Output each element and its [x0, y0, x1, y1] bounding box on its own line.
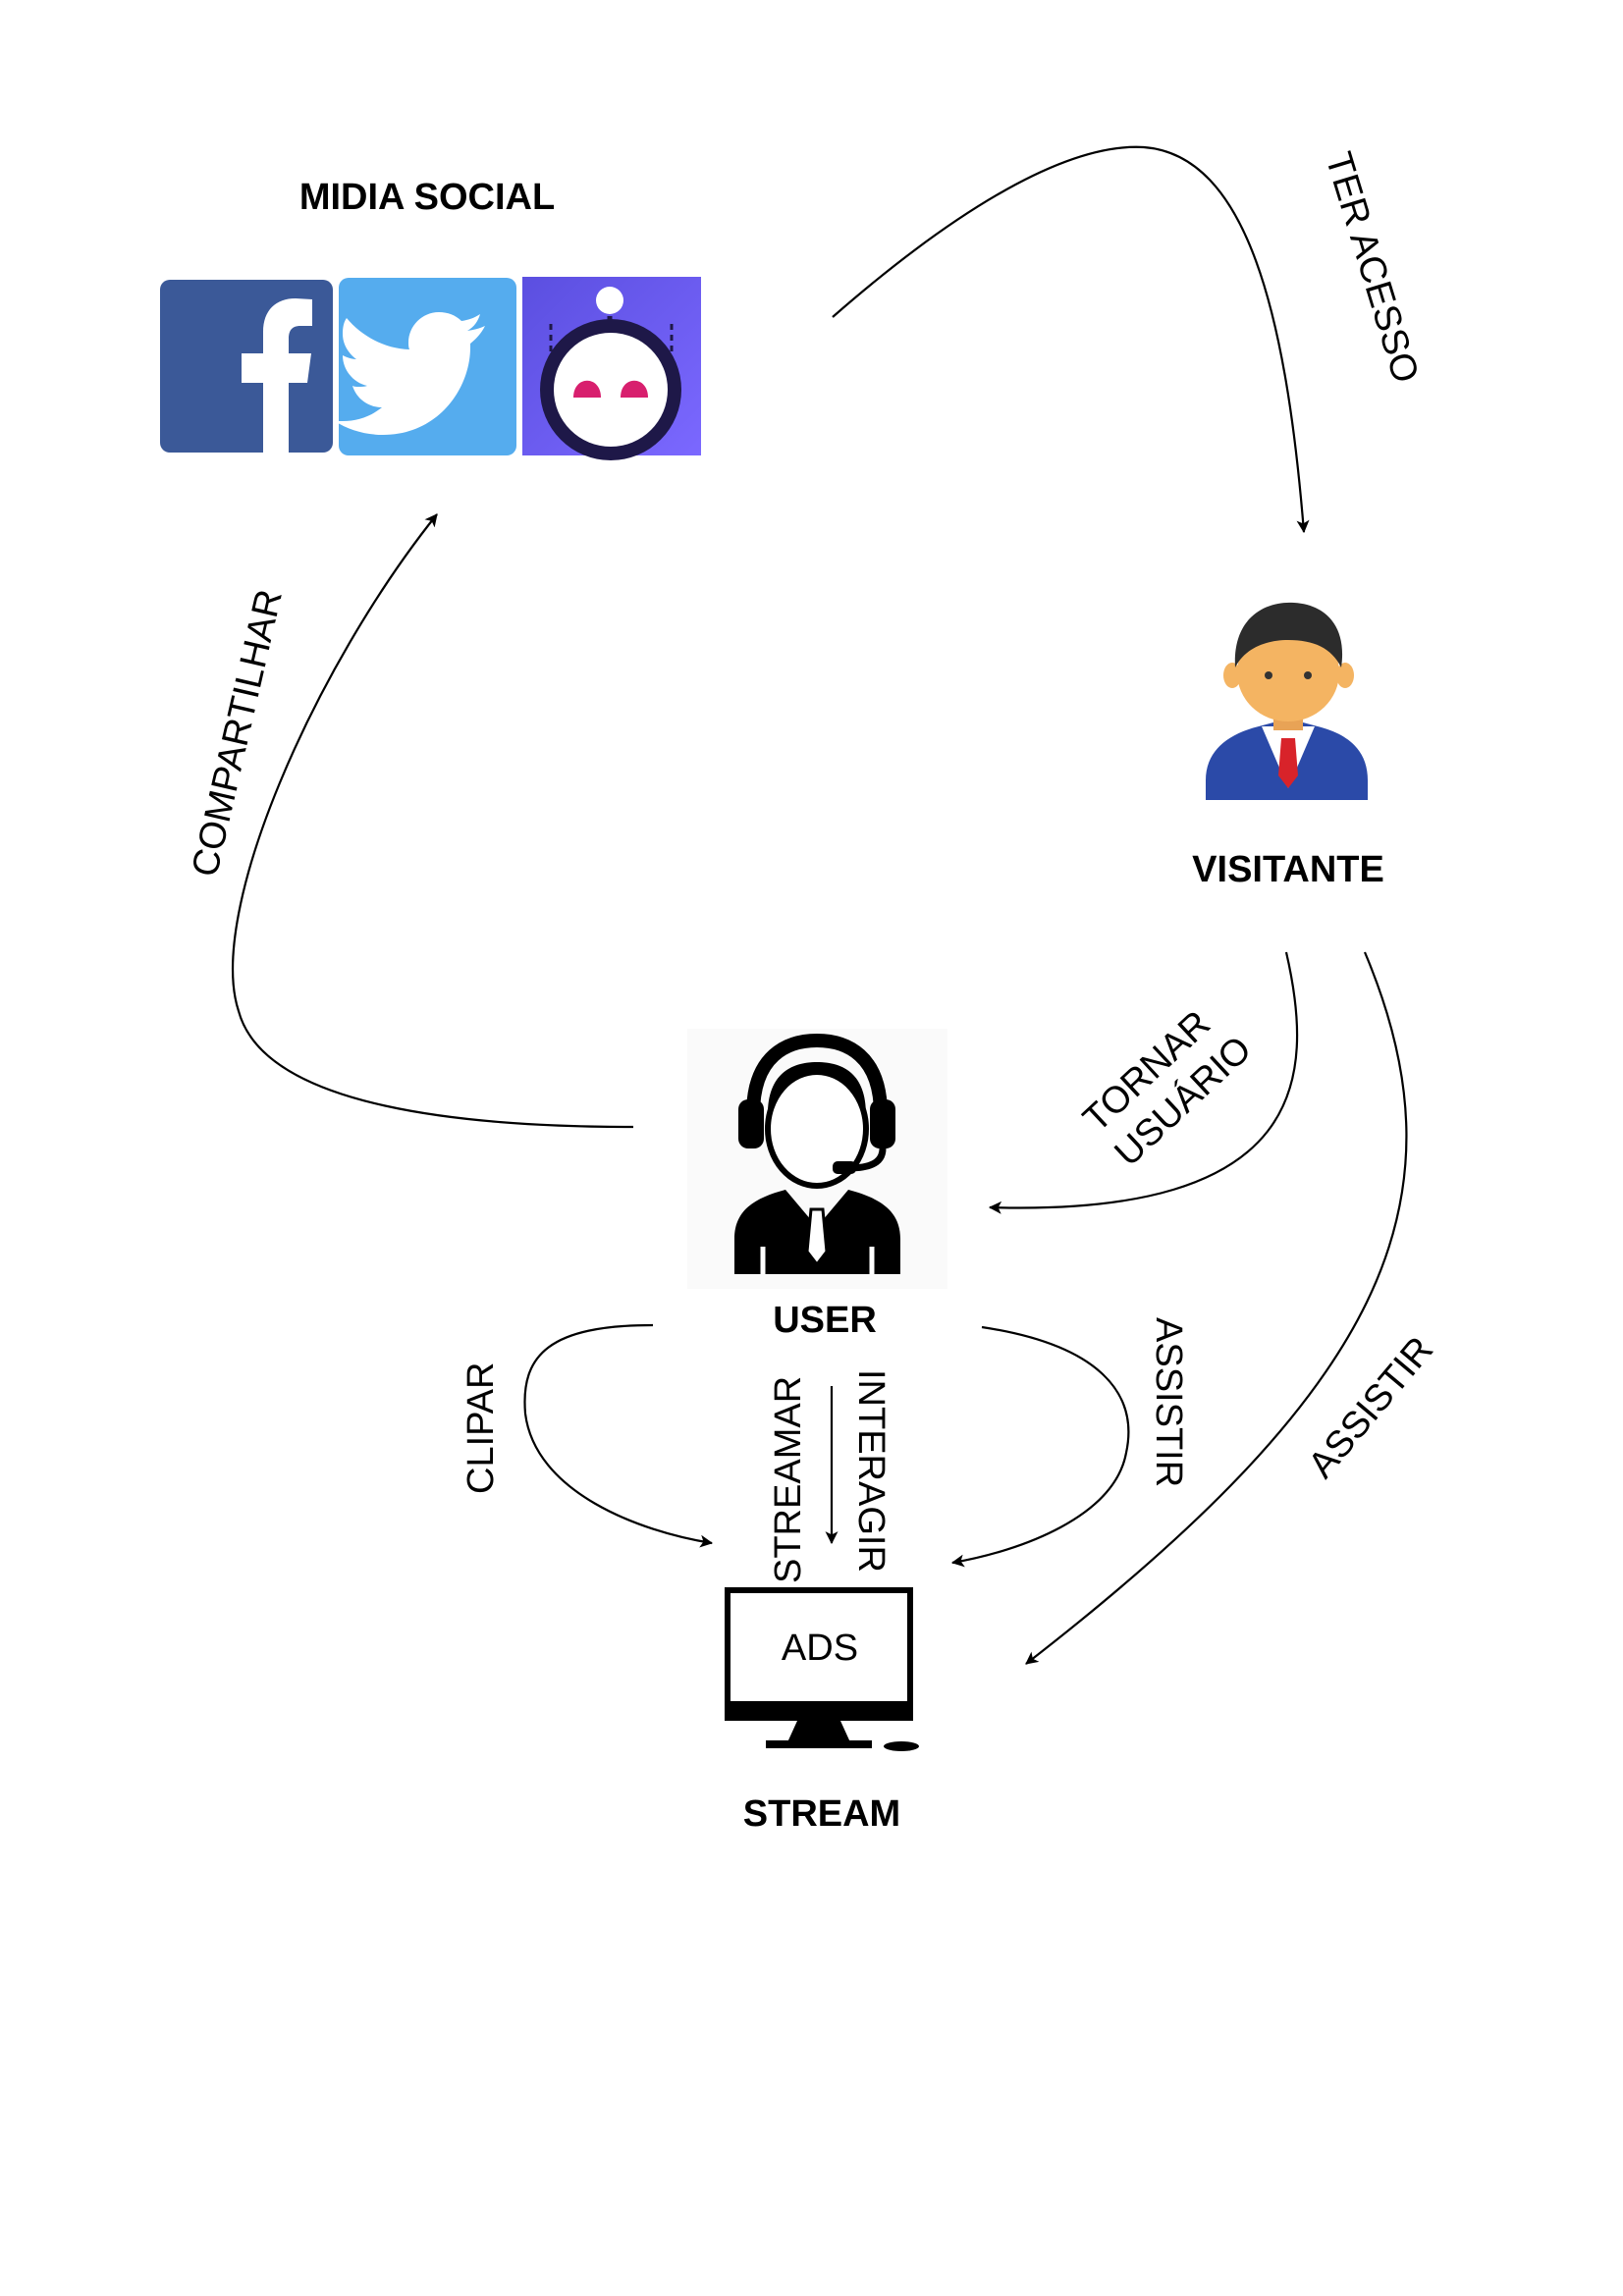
stream-title: STREAM — [743, 1793, 900, 1835]
edge-label-interagir: INTERAGIR — [850, 1369, 892, 1573]
visitor-title: VISITANTE — [1192, 849, 1384, 890]
edge-visitor-to-user — [988, 951, 1299, 1214]
headset-user-icon — [687, 1029, 947, 1289]
edge-visitor-to-stream — [1025, 951, 1408, 1665]
edge-label-clipar: CLIPAR — [460, 1362, 502, 1494]
edge-label-compartilhar: COMPARTILHAR — [185, 586, 291, 881]
edge-label-ter-acesso: TER ACESSO — [1317, 147, 1426, 388]
twitter-icon — [335, 278, 516, 455]
visitor-node: VISITANTE — [1192, 602, 1384, 890]
edge-user-clip — [523, 1323, 714, 1548]
stream-node: ADS STREAM — [725, 1587, 919, 1835]
edge-user-watch — [950, 1325, 1130, 1568]
user-node: USER — [687, 1029, 947, 1341]
edge-social-to-visitor — [832, 145, 1310, 534]
edge-user-to-social — [231, 513, 634, 1129]
user-title: USER — [773, 1300, 877, 1341]
social-media-title: MIDIA SOCIAL — [299, 177, 555, 218]
monitor-screen-text: ADS — [782, 1628, 858, 1669]
facebook-icon — [160, 280, 333, 453]
reddit-apollo-icon — [522, 277, 701, 460]
person-icon — [1206, 602, 1368, 800]
edge-label-streamar: STREAMAR — [768, 1376, 809, 1583]
social-media-node: MIDIA SOCIAL — [160, 177, 701, 460]
edge-label-assistir-user: ASSISTIR — [1148, 1317, 1189, 1487]
edge-label-assistir-visitor: ASSISTIR — [1301, 1329, 1441, 1486]
monitor-icon: ADS — [725, 1587, 919, 1751]
